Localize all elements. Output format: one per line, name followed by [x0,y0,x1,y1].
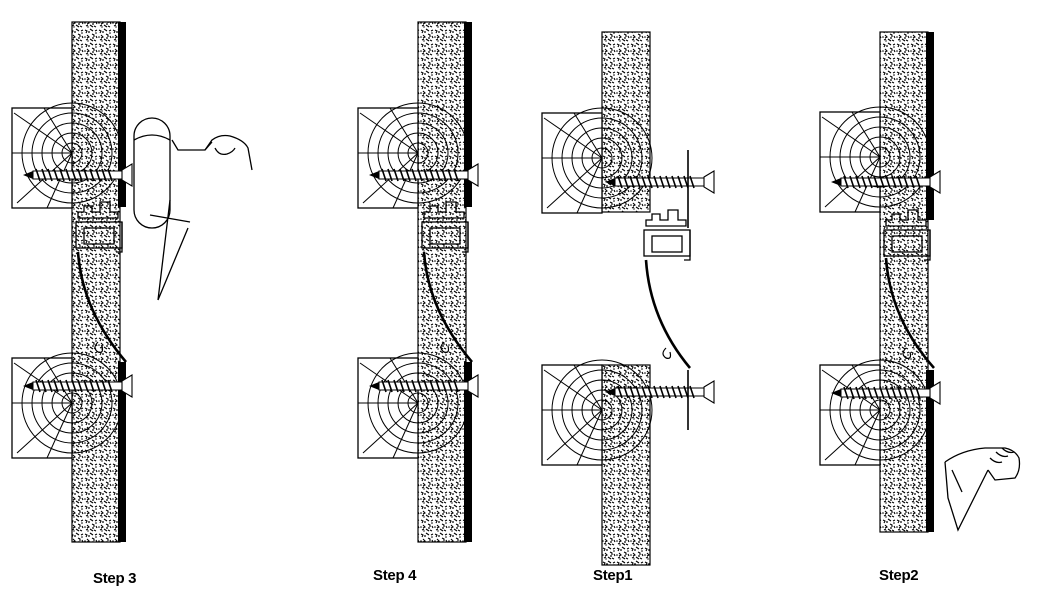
stone-wall [417,21,467,543]
stone-wall [879,31,929,533]
panel-step-1 [541,31,715,566]
wall-face [118,362,126,542]
step-1-label: Step1 [593,567,633,584]
paint-roller-icon [133,117,253,301]
profile-curve [422,251,473,363]
wall-face [464,362,472,542]
wall-face [464,22,472,207]
step-4-label: Step 4 [373,567,417,584]
profile-curve [884,257,935,369]
profile-curve [76,251,127,363]
hand-cloth-icon [944,447,1021,532]
profile-clip [662,347,672,359]
profile-clip [902,347,912,359]
step-2-label: Step2 [879,567,919,584]
panel-step-3 [11,21,253,543]
profile-channel [643,209,691,261]
step-3-label: Step 3 [93,570,137,587]
stone-wall-bottom [601,364,651,566]
profile-clip [94,341,104,353]
profile-clip [440,341,450,353]
wall-face [926,32,934,220]
panel-step-4 [357,21,479,543]
profile-curve [644,259,691,369]
panel-step-2 [819,31,1021,533]
wall-face [118,22,126,207]
wall-face [926,370,934,532]
stone-wall [71,21,121,543]
